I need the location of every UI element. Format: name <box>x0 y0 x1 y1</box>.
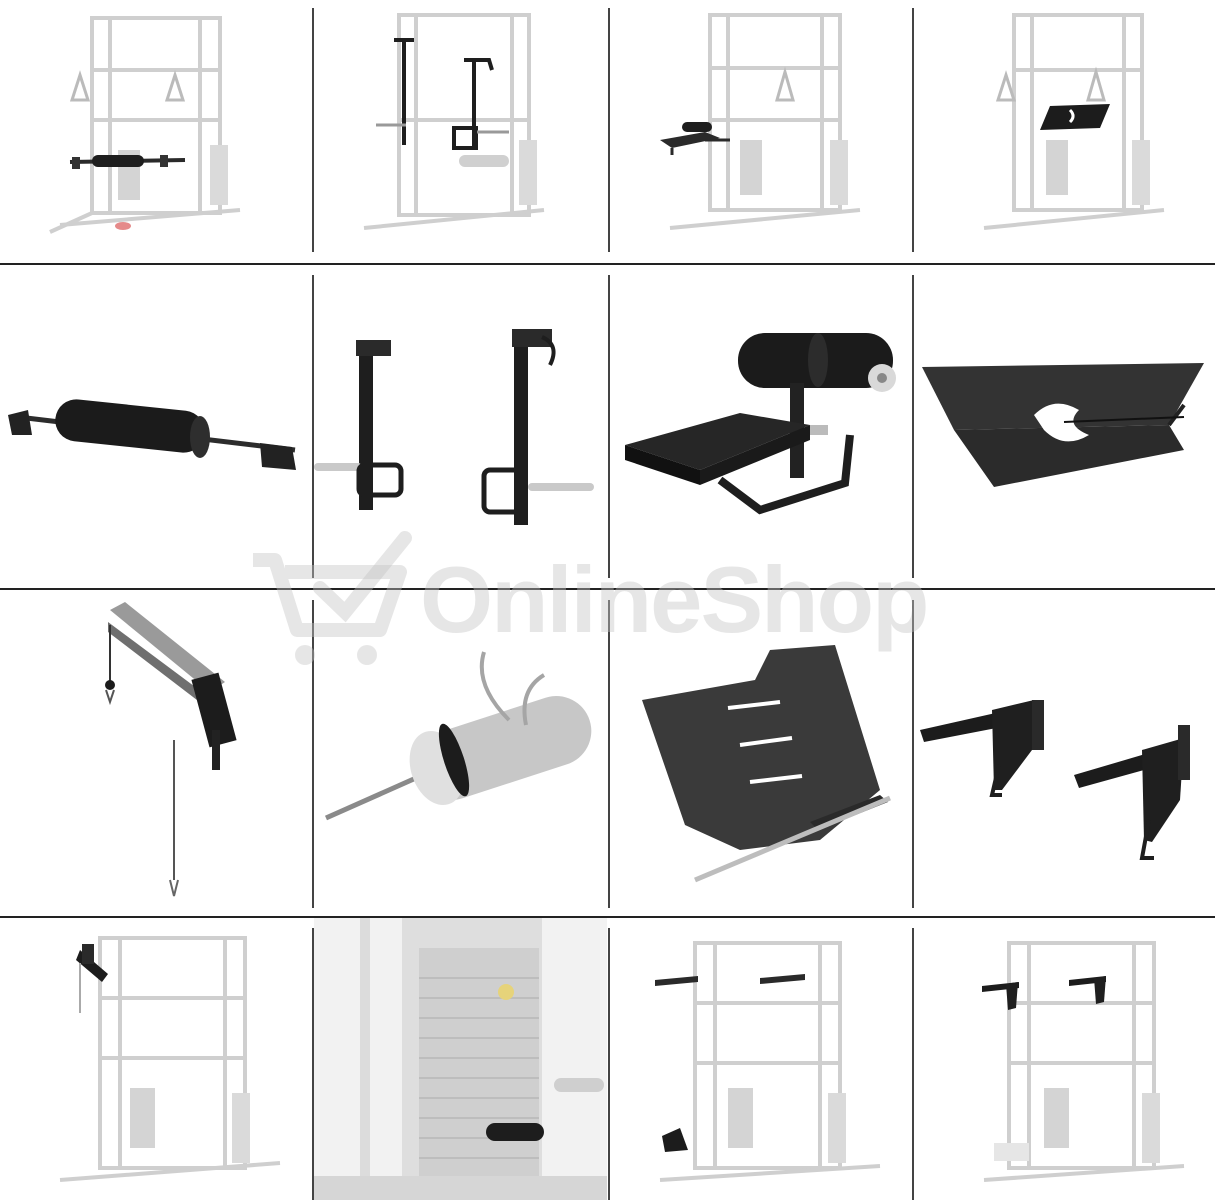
col-divider-6 <box>912 275 914 578</box>
col-divider-8 <box>608 600 610 908</box>
cell-rack-with-preacher-seat[interactable] <box>610 0 911 262</box>
col-divider-7 <box>312 600 314 908</box>
cell-rack-with-leg-roller-bar[interactable] <box>0 0 311 262</box>
col-divider-4 <box>312 275 314 578</box>
dip-bar-icon <box>920 700 1190 860</box>
pulley-arm-icon <box>105 602 237 897</box>
cell-rack-with-dip-bars[interactable] <box>610 918 911 1200</box>
cell-rack-with-dip-bars-front[interactable] <box>914 918 1215 1200</box>
power-rack-icon <box>660 13 861 230</box>
weight-stack-icon <box>314 918 607 1200</box>
col-divider-5 <box>608 275 610 578</box>
power-rack-icon <box>49 16 241 234</box>
col-divider-2 <box>608 8 610 252</box>
col-divider-1 <box>312 8 314 252</box>
preacher-seat-icon <box>625 333 896 515</box>
platform-icon <box>922 363 1204 487</box>
col-divider-10 <box>312 928 314 1200</box>
power-rack-icon <box>983 13 1165 230</box>
jammer-arm-icon <box>314 329 594 525</box>
power-rack-icon <box>655 941 881 1182</box>
power-rack-icon <box>982 941 1185 1182</box>
power-rack-icon <box>363 13 545 230</box>
cell-weight-stack-closeup[interactable] <box>314 918 607 1200</box>
row-divider-3 <box>0 916 1215 918</box>
col-divider-11 <box>608 928 610 1200</box>
cell-lat-pulldown-arm[interactable] <box>0 590 311 915</box>
cell-rack-with-landmine-plate[interactable] <box>914 0 1215 262</box>
col-divider-9 <box>912 600 914 908</box>
roller-bar-icon <box>8 399 296 470</box>
cell-weight-stack-loading-pin[interactable] <box>314 590 607 915</box>
col-divider-12 <box>912 928 914 1200</box>
col-divider-3 <box>912 8 914 252</box>
cell-preacher-seat-with-rollers[interactable] <box>610 265 911 587</box>
row-divider-1 <box>0 263 1215 265</box>
row-divider-2 <box>0 588 1215 590</box>
cell-jammer-arms-pair[interactable] <box>314 265 607 587</box>
power-rack-icon <box>59 936 281 1182</box>
cell-tread-plate-platform[interactable] <box>914 265 1215 587</box>
foot-plate-icon <box>642 645 891 883</box>
cell-rack-with-pulldown-arm[interactable] <box>0 918 311 1200</box>
cell-foot-plate[interactable] <box>610 590 911 915</box>
cell-dip-bar-attachments[interactable] <box>914 590 1215 915</box>
cell-rack-with-jammer-arms[interactable] <box>314 0 607 262</box>
cell-leg-roller-bar[interactable] <box>0 265 311 587</box>
loading-pin-icon <box>324 651 592 821</box>
